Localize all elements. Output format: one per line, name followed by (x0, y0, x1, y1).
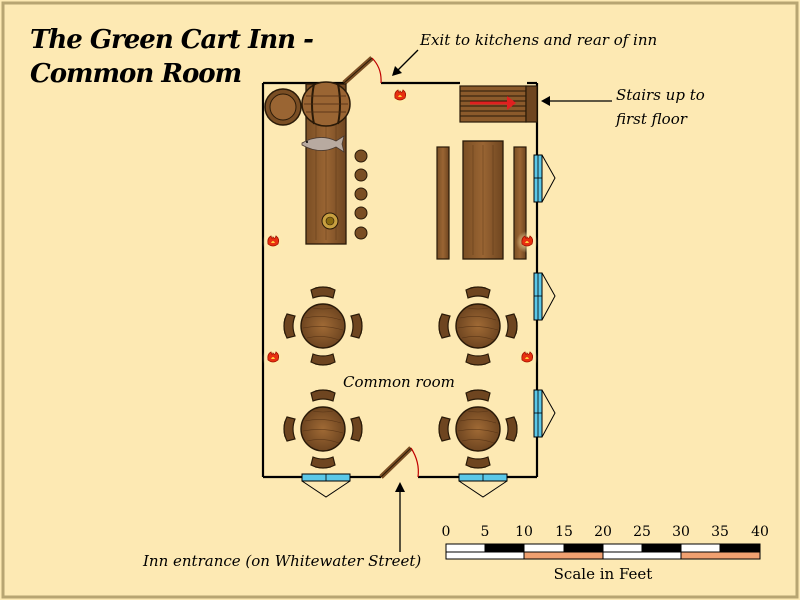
map-title-line2: Common Room (30, 59, 241, 89)
fish-icon (301, 135, 345, 153)
map-title-line1: The Green Cart Inn - (30, 25, 313, 55)
stairs-label-line2: first floor (615, 110, 688, 128)
scale-tick-40: 40 (751, 524, 769, 540)
entrance-pointer (395, 482, 405, 552)
common-room-label: Common room (343, 373, 455, 391)
exit-pointer (392, 49, 419, 76)
exit-label: Exit to kitchens and rear of inn (419, 31, 657, 49)
scale-tick-30: 30 (672, 524, 690, 540)
scale-tick-20: 20 (594, 524, 612, 540)
sconce-icon (515, 230, 539, 254)
scale-tick-15: 15 (555, 524, 573, 540)
scale-tick-0: 0 (442, 524, 451, 540)
scale-label: Scale in Feet (554, 565, 653, 583)
plate-icon (321, 212, 339, 230)
scale-tick-10: 10 (515, 524, 533, 540)
window-bottom-2 (458, 473, 508, 498)
window-right-2 (533, 272, 556, 321)
barrel-round (264, 88, 302, 126)
bar-stools (354, 149, 368, 240)
sconce-icon (261, 230, 285, 254)
stairs-pointer (541, 96, 612, 106)
scale-tick-25: 25 (633, 524, 651, 540)
sconce-icon (388, 84, 412, 108)
sconce-icon (261, 346, 285, 370)
window-right-3 (533, 389, 556, 438)
barrel-cask (301, 81, 351, 127)
scale-tick-5: 5 (481, 524, 490, 540)
long-table (462, 140, 504, 260)
entrance-door (379, 446, 419, 479)
stairs-arrow (470, 96, 516, 110)
window-bottom-1 (301, 473, 351, 498)
bench-left (436, 146, 450, 260)
bench-right (513, 146, 527, 260)
entrance-label: Inn entrance (on Whitewater Street) (142, 552, 421, 570)
kitchen-door (342, 56, 382, 85)
window-right-1 (533, 154, 556, 203)
stairs (459, 85, 538, 123)
scale-bar: 0 5 10 15 20 25 30 35 40 Scale in Feet (442, 524, 769, 583)
stairs-label-line1: Stairs up to (616, 86, 705, 104)
sconce-icon (515, 346, 539, 370)
scale-tick-35: 35 (711, 524, 729, 540)
